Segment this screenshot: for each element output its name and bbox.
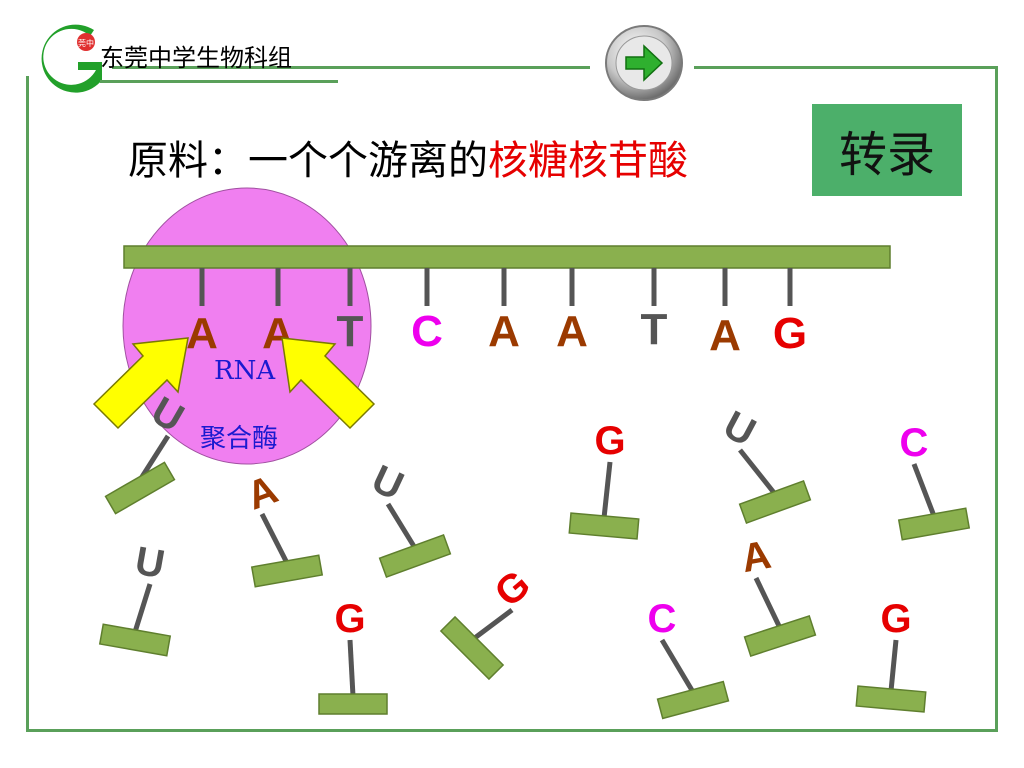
free-nucleotide-letter: U bbox=[132, 539, 168, 587]
free-nucleotide-stem bbox=[911, 463, 937, 517]
free-nucleotide-1: A bbox=[241, 467, 324, 588]
free-nucleotide-10: C bbox=[648, 597, 730, 720]
template-base-letter: G bbox=[773, 309, 807, 358]
next-slide-button[interactable] bbox=[604, 24, 684, 102]
heading-highlight: 核糖核苷酸 bbox=[488, 138, 688, 184]
template-base-letter: A bbox=[186, 309, 218, 358]
right-arrow-icon bbox=[625, 44, 664, 82]
school-underline bbox=[100, 80, 338, 83]
template-base-6: T bbox=[641, 268, 668, 354]
pointer-arrow-left bbox=[92, 337, 189, 430]
free-nucleotide-sugar-bar bbox=[743, 615, 817, 657]
free-nucleotide-5: C bbox=[897, 421, 971, 541]
free-nucleotide-sugar-bar bbox=[250, 554, 324, 588]
logo-badge-text: 莞中 bbox=[78, 38, 94, 48]
free-nucleotide-sugar-bar bbox=[568, 512, 640, 540]
school-name: 东莞中学生物科组 bbox=[100, 44, 292, 72]
free-nucleotide-stem bbox=[601, 461, 613, 519]
free-nucleotide-sugar-bar bbox=[318, 693, 388, 715]
free-nucleotide-stem bbox=[259, 512, 290, 565]
free-nucleotide-6: U bbox=[98, 539, 172, 657]
template-base-3: C bbox=[411, 268, 443, 356]
free-nucleotide-3: G bbox=[568, 419, 640, 540]
free-nucleotide-sugar-bar bbox=[738, 480, 812, 524]
transcription-badge[interactable]: 转录 bbox=[812, 104, 962, 196]
template-base-letter: T bbox=[641, 305, 668, 354]
free-nucleotide-stem bbox=[347, 639, 356, 697]
free-nucleotide-sugar-bar bbox=[98, 623, 172, 657]
free-nucleotide-letter: G bbox=[334, 597, 365, 641]
free-nucleotide-7: G bbox=[439, 562, 539, 681]
template-base-7: A bbox=[709, 268, 741, 360]
free-nucleotide-11: G bbox=[855, 597, 927, 713]
free-nucleotide-stem bbox=[659, 638, 696, 694]
template-base-letter: A bbox=[488, 307, 520, 356]
template-base-letter: T bbox=[337, 307, 364, 356]
free-nucleotide-sugar-bar bbox=[855, 685, 927, 713]
free-nucleotide-8: A bbox=[738, 533, 817, 657]
pointer-arrow-right bbox=[281, 337, 376, 430]
heading-prefix: 原料：一个个游离的 bbox=[128, 138, 488, 184]
free-nucleotide-stem bbox=[888, 639, 899, 692]
template-base-0: A bbox=[186, 268, 218, 358]
free-nucleotide-stem bbox=[470, 608, 514, 642]
slide-frame bbox=[26, 66, 998, 732]
template-base-letter: A bbox=[556, 307, 588, 356]
free-nucleotide-sugar-bar bbox=[897, 507, 971, 541]
free-nucleotide-sugar-bar bbox=[439, 615, 505, 681]
free-nucleotide-stem bbox=[738, 448, 777, 496]
free-nucleotide-letter: U bbox=[716, 403, 762, 455]
free-nucleotide-letter: C bbox=[900, 421, 929, 465]
template-base-5: A bbox=[556, 268, 588, 356]
free-nucleotide-sugar-bar bbox=[656, 680, 730, 720]
free-nucleotide-stem bbox=[753, 576, 783, 630]
school-logo-icon: 莞中 bbox=[41, 24, 102, 93]
free-nucleotide-4: U bbox=[716, 403, 812, 524]
template-base-letter: A bbox=[709, 311, 741, 360]
free-nucleotide-sugar-bar bbox=[104, 461, 176, 515]
raw-material-heading: 原料：一个个游离的核糖核苷酸 bbox=[128, 128, 688, 186]
free-nucleotide-stem bbox=[137, 434, 171, 482]
free-nucleotide-letter: G bbox=[880, 597, 911, 641]
free-nucleotide-letter: G bbox=[487, 562, 539, 616]
enzyme-label-line2: 聚合酶 bbox=[200, 424, 279, 454]
free-nucleotide-letter: A bbox=[738, 533, 774, 581]
free-nucleotide-2: U bbox=[365, 457, 452, 578]
free-nucleotide-sugar-bar bbox=[378, 534, 452, 578]
template-base-8: G bbox=[773, 268, 807, 358]
template-base-letter: C bbox=[411, 307, 443, 356]
free-nucleotide-stem bbox=[132, 583, 153, 633]
free-nucleotide-letter: G bbox=[594, 419, 625, 463]
template-base-2: T bbox=[337, 268, 364, 356]
free-nucleotide-letter: C bbox=[648, 597, 677, 641]
free-nucleotide-9: G bbox=[318, 597, 388, 715]
free-nucleotide-letter: A bbox=[241, 467, 283, 518]
free-nucleotide-stem bbox=[385, 502, 418, 550]
template-base-4: A bbox=[488, 268, 520, 356]
free-nucleotide-letter: U bbox=[365, 457, 410, 509]
dna-template-backbone bbox=[123, 245, 891, 269]
enzyme-label-line1: RNA bbox=[214, 356, 276, 386]
